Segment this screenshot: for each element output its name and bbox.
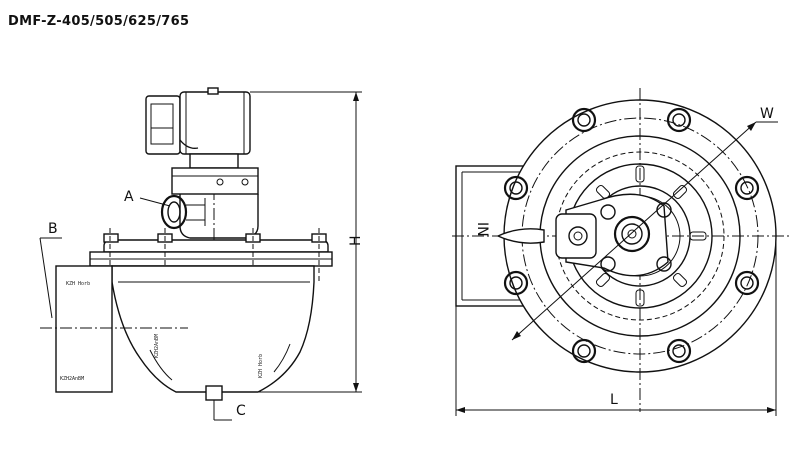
label-b: B	[48, 221, 58, 237]
dimension-h: H	[250, 91, 364, 393]
dimension-w: W	[511, 106, 778, 341]
pilot-bonnet	[171, 153, 259, 239]
svg-text:KZH Horb: KZH Horb	[258, 354, 264, 378]
side-view: A KZH Horb KZH2AnBM K	[39, 87, 364, 421]
upper-cover	[103, 239, 329, 253]
radial-ribs	[595, 165, 707, 307]
svg-text:KZH2AnBM: KZH2AnBM	[154, 334, 160, 358]
flange-bolts	[503, 107, 760, 364]
label-in: IN	[474, 222, 490, 237]
dimension-l: L	[455, 236, 777, 416]
label-c: C	[236, 403, 246, 419]
svg-text:KZH Horb: KZH Horb	[66, 281, 90, 287]
label-h: H	[348, 235, 364, 246]
label-w: W	[760, 106, 774, 122]
pilot-block	[496, 193, 672, 277]
port-a: A	[124, 189, 206, 230]
inlet-b: KZH Horb KZH2AnBM KZH2AnBM KZH Horb B	[39, 221, 264, 393]
label-a: A	[124, 189, 134, 205]
valve-body	[111, 265, 315, 393]
drawing-title: DMF-Z-405/505/625/765	[8, 14, 190, 29]
front-view: IN	[452, 88, 790, 416]
label-l: L	[610, 392, 618, 408]
svg-text:KZH2AnBM: KZH2AnBM	[60, 376, 84, 382]
solenoid-coil	[145, 87, 251, 155]
outlet-c	[205, 385, 223, 401]
